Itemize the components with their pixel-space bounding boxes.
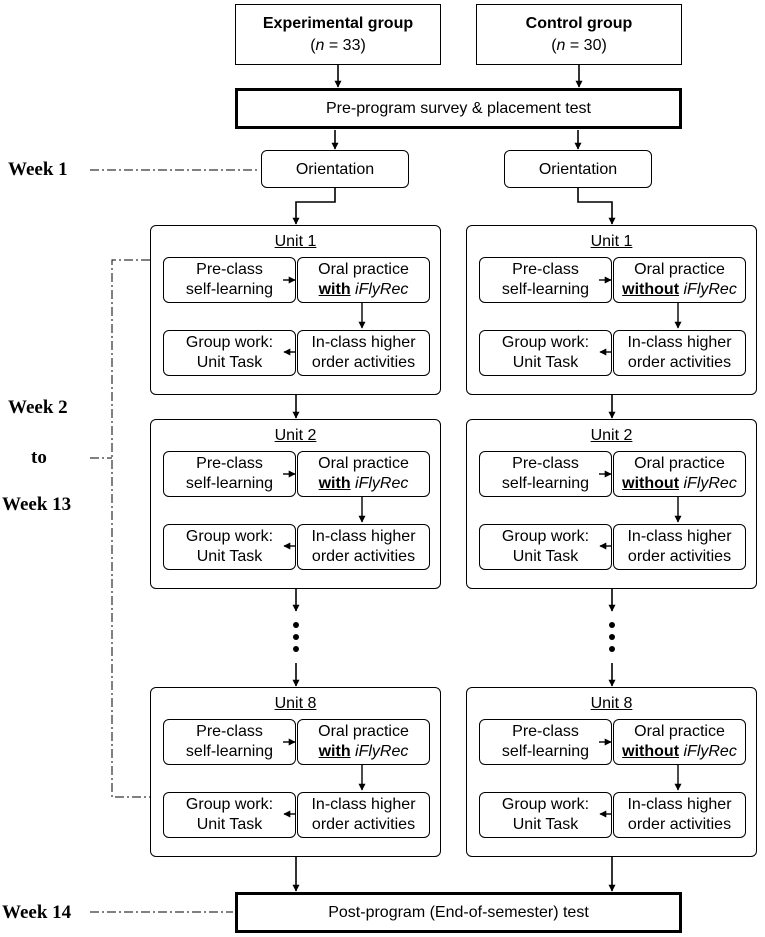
experimental-group-name: Experimental group	[262, 14, 414, 32]
group-work-box: Group work:Unit Task	[479, 330, 612, 376]
orientation-label-control: Orientation	[538, 160, 618, 178]
unit-1-title-control: Unit 1	[590, 233, 633, 250]
orientation-box-experimental: Orientation	[261, 150, 409, 188]
unit-8-title-experimental: Unit 8	[274, 695, 317, 712]
group-work-box: Group work:Unit Task	[163, 524, 296, 570]
pre-program-label: Pre-program survey & placement test	[326, 100, 591, 117]
ellipsis-dots	[293, 622, 615, 652]
dot	[609, 622, 615, 628]
group-work-box: Group work:Unit Task	[479, 524, 612, 570]
arrow-orientation-to-unit1-ctl	[577, 188, 616, 225]
orientation-box-control: Orientation	[504, 150, 652, 188]
week-13-label: Week 13	[2, 494, 72, 515]
week-14-label: Week 14	[2, 902, 72, 923]
dot	[293, 634, 299, 640]
week-2-label: Week 2	[8, 397, 68, 418]
group-work-box: Group work:Unit Task	[163, 330, 296, 376]
dot	[609, 646, 615, 652]
orientation-label-experimental: Orientation	[295, 160, 375, 178]
group-work-box: Group work:Unit Task	[163, 792, 296, 838]
post-program-box: Post-program (End-of-semester) test	[235, 892, 682, 933]
control-group-name: Control group	[525, 14, 633, 32]
dot	[609, 634, 615, 640]
group-work-box: Group work:Unit Task	[479, 792, 612, 838]
pre-program-box: Pre-program survey & placement test	[235, 88, 682, 129]
week-1-label: Week 1	[8, 159, 68, 180]
dot	[293, 646, 299, 652]
arrow-orientation-to-unit1-exp	[292, 188, 336, 225]
week-2-13-bracket	[111, 259, 150, 798]
experimental-group-n: (n = 33)	[310, 36, 366, 54]
to-label: to	[31, 447, 47, 468]
experimental-group-box: Experimental group (n = 33)	[235, 4, 441, 65]
unit-1-title-experimental: Unit 1	[274, 233, 317, 250]
unit-2-title-control: Unit 2	[590, 427, 633, 444]
control-group-box: Control group (n = 30)	[476, 4, 682, 65]
unit-2-title-experimental: Unit 2	[274, 427, 317, 444]
unit-8-title-control: Unit 8	[590, 695, 633, 712]
post-program-label: Post-program (End-of-semester) test	[328, 904, 589, 921]
dot	[293, 622, 299, 628]
control-group-n: (n = 30)	[551, 36, 607, 54]
